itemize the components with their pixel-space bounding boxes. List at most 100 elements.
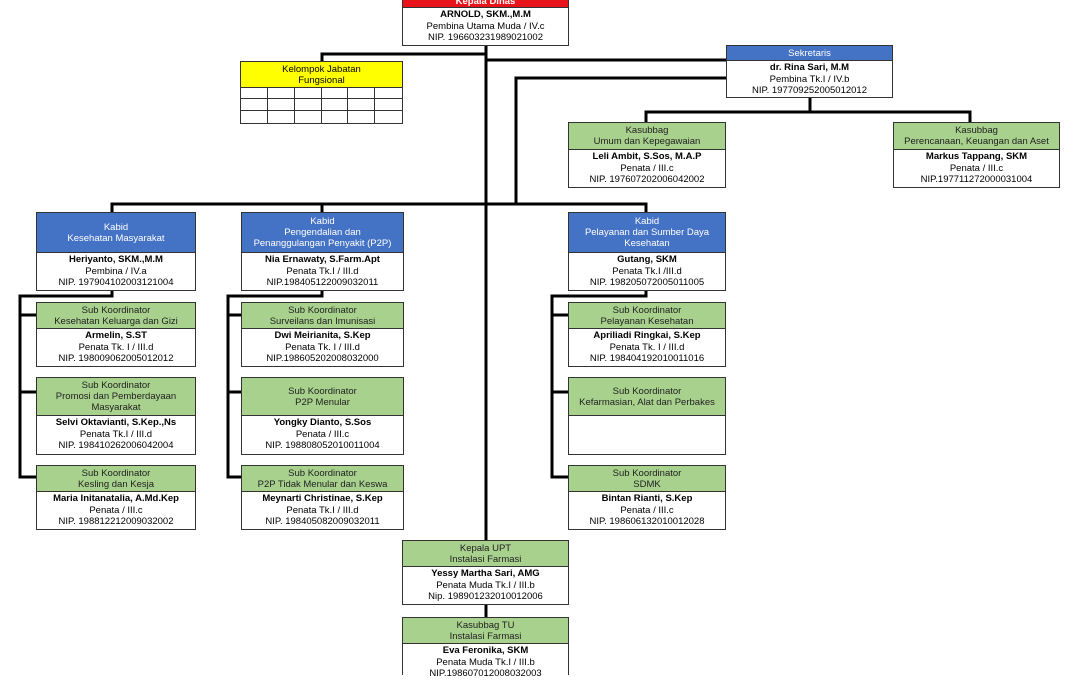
- sk-surveilans-name: Dwi Meirianita, S.Kep: [274, 330, 371, 341]
- kabid-p2p-box: Kabid Pengendalian dan Penanggulangan Pe…: [241, 212, 404, 291]
- sk-sdmk-nip: NIP. 198606132010012028: [589, 516, 705, 527]
- kasubbag-tu-box: Kasubbag TU Instalasi Farmasi Eva Feroni…: [402, 617, 569, 679]
- sk-sdmk-box: Sub Koordinator SDMK Bintan Rianti, S.Ke…: [568, 465, 726, 530]
- kabid-yankes-rank: Penata Tk.I /III.d: [612, 265, 682, 277]
- sk-kesling-title-2: Kesling dan Kesja: [77, 478, 155, 490]
- kabid-p2p-title-3: Penanggulangan Penyakit (P2P): [253, 238, 392, 249]
- sk-yankes-name: Apriliadi Ringkai, S.Kep: [593, 330, 701, 341]
- kabid-kesmas-rank: Pembina / IV.a: [85, 265, 147, 277]
- kabid-p2p-rank: Penata Tk.I / III.d: [286, 265, 359, 277]
- sk-promkes-title-2: Promosi dan Pemberdayaan: [55, 391, 177, 402]
- sk-sdmk-title-1: Sub Koordinator: [612, 467, 682, 479]
- sk-p2pm-title-1: Sub Koordinator: [288, 385, 357, 397]
- kepala-dinas-nip: NIP. 196603231989021002: [428, 32, 543, 43]
- sk-farmasi-box: Sub Koordinator Kefarmasian, Alat dan Pe…: [568, 377, 726, 455]
- sk-kesga-title-2: Kesehatan Keluarga dan Gizi: [54, 315, 178, 327]
- kepala-dinas-box: Kepala Dinas ARNOLD, SKM.,M.M Pembina Ut…: [402, 0, 569, 46]
- sk-promkes-title-3: Masyarakat: [91, 402, 141, 413]
- kabid-kesmas-nip: NIP. 197904102003121004: [58, 277, 174, 288]
- sk-yankes-nip: NIP. 198404192010011016: [589, 353, 705, 364]
- kasubbag-perencanaan-title-1: Kasubbag: [955, 125, 998, 136]
- sk-kesga-nip: NIP. 198009062005012012: [58, 353, 174, 364]
- sk-p2pm-nip: NIP. 198808052010011004: [265, 440, 380, 451]
- sk-p2pm-box: Sub Koordinator P2P Menular Yongky Diant…: [241, 377, 404, 455]
- sk-kesga-title-1: Sub Koordinator: [81, 304, 151, 316]
- sk-surveilans-box: Sub Koordinator Surveilans dan Imunisasi…: [241, 302, 404, 367]
- sk-promkes-title-1: Sub Koordinator: [81, 380, 151, 391]
- kabid-kesmas-title-2: Kesehatan Masyarakat: [67, 232, 165, 244]
- sekretaris-name: dr. Rina Sari, M.M: [769, 62, 850, 73]
- sekretaris-nip: NIP. 197709252005012012: [752, 85, 867, 96]
- kabid-kesmas-box: Kabid Kesehatan Masyarakat Heriyanto, SK…: [36, 212, 196, 291]
- kepala-upt-name: Yessy Martha Sari, AMG: [431, 568, 540, 579]
- kasubbag-tu-name: Eva Feronika, SKM: [442, 645, 529, 656]
- sk-yankes-title-2: Pelayanan Kesehatan: [600, 315, 694, 327]
- sk-kesga-rank: Penata Tk. I / III.d: [78, 341, 154, 353]
- sk-surveilans-title-1: Sub Koordinator: [288, 304, 357, 316]
- sk-farmasi-title-2: Kefarmasian, Alat dan Perbakes: [579, 396, 715, 408]
- sk-p2ptm-title-1: Sub Koordinator: [288, 467, 357, 479]
- sk-kesling-nip: NIP. 198812212009032002: [58, 516, 174, 527]
- sk-p2ptm-rank: Penata Tk.I / III.d: [286, 504, 359, 516]
- sk-yankes-rank: Penata Tk. I / III.d: [609, 341, 685, 353]
- kepala-upt-title-1: Kepala UPT: [459, 542, 512, 554]
- kasubbag-umum-box: Kasubbag Umum dan Kepegawaian Leli Ambit…: [568, 122, 726, 188]
- kasubbag-tu-title-2: Instalasi Farmasi: [449, 630, 522, 642]
- sk-sdmk-name: Bintan Rianti, S.Kep: [601, 493, 693, 504]
- kabid-p2p-title-2: Pengendalian dan: [284, 227, 361, 238]
- kasubbag-tu-nip: NIP.198607012008032003: [429, 668, 542, 679]
- fungsional-grid: [241, 87, 402, 123]
- kabid-kesmas-name: Heriyanto, SKM.,M.M: [69, 254, 163, 265]
- jabatan-fungsional-box: Kelompok Jabatan Fungsional: [240, 61, 403, 124]
- kabid-yankes-box: Kabid Pelayanan dan Sumber Daya Kesehata…: [568, 212, 726, 291]
- sk-surveilans-rank: Penata Tk. I / III.d: [285, 341, 360, 353]
- kasubbag-perencanaan-nip: NIP.197711272000031004: [920, 174, 1033, 185]
- kabid-yankes-title-3: Kesehatan: [624, 238, 670, 249]
- kepala-upt-nip: Nip. 198901232010012006: [428, 591, 543, 602]
- sk-kesling-name: Maria Initanatalia, A.Md.Kep: [53, 493, 179, 504]
- kabid-p2p-title-1: Kabid: [310, 216, 335, 227]
- sk-promkes-box: Sub Koordinator Promosi dan Pemberdayaan…: [36, 377, 196, 455]
- kabid-yankes-nip: NIP. 198205072005011005: [589, 277, 705, 288]
- kasubbag-perencanaan-box: Kasubbag Perencanaan, Keuangan dan Aset …: [893, 122, 1060, 188]
- sk-yankes-box: Sub Koordinator Pelayanan Kesehatan Apri…: [568, 302, 726, 367]
- sk-promkes-nip: NIP. 198410262006042004: [58, 440, 174, 451]
- sk-p2ptm-title-2: P2P Tidak Menular dan Keswa: [257, 478, 388, 490]
- sk-p2ptm-nip: NIP. 198405082009032011: [265, 516, 380, 527]
- fungsional-title-2: Fungsional: [298, 74, 345, 86]
- kasubbag-umum-name: Leli Ambit, S.Sos, M.A.P: [592, 151, 702, 162]
- kasubbag-umum-rank: Penata / III.c: [620, 162, 674, 174]
- kasubbag-umum-nip: NIP. 197607202006042002: [589, 174, 705, 185]
- kepala-dinas-name: ARNOLD, SKM.,M.M: [440, 9, 531, 20]
- sekretaris-title: Sekretaris: [727, 46, 892, 61]
- sk-p2ptm-box: Sub Koordinator P2P Tidak Menular dan Ke…: [241, 465, 404, 530]
- kepala-dinas-title: Kepala Dinas: [403, 0, 568, 8]
- kasubbag-umum-title-1: Kasubbag: [625, 125, 669, 136]
- kabid-yankes-title-1: Kabid: [634, 216, 660, 227]
- kasubbag-perencanaan-rank: Penata / III.c: [949, 162, 1004, 174]
- sk-p2pm-rank: Penata / III.c: [295, 428, 350, 440]
- sk-kesling-box: Sub Koordinator Kesling dan Kesja Maria …: [36, 465, 196, 530]
- kasubbag-perencanaan-title-2: Perencanaan, Keuangan dan Aset: [904, 136, 1049, 147]
- sk-surveilans-title-2: Surveilans dan Imunisasi: [269, 315, 376, 327]
- kepala-upt-rank: Penata Muda Tk.I / III.b: [436, 579, 535, 591]
- sk-kesga-box: Sub Koordinator Kesehatan Keluarga dan G…: [36, 302, 196, 367]
- sk-farmasi-empty: [569, 416, 725, 417]
- sk-yankes-title-1: Sub Koordinator: [612, 304, 682, 316]
- kabid-p2p-name: Nia Ernawaty, S.Farm.Apt: [265, 254, 380, 265]
- kabid-yankes-title-2: Pelayanan dan Sumber Daya: [584, 227, 710, 238]
- kabid-p2p-nip: NIP.198405122009032011: [266, 277, 379, 288]
- kepala-upt-title-2: Instalasi Farmasi: [449, 553, 522, 565]
- kasubbag-perencanaan-name: Markus Tappang, SKM: [925, 151, 1028, 162]
- sk-promkes-name: Selvi Oktavianti, S.Kep.,Ns: [55, 417, 177, 428]
- sk-kesling-rank: Penata / III.c: [89, 504, 143, 516]
- sk-promkes-rank: Penata Tk.I / III.d: [79, 428, 153, 440]
- sekretaris-rank: Pembina Tk.I / IV.b: [769, 73, 850, 85]
- sk-sdmk-rank: Penata / III.c: [620, 504, 674, 516]
- kasubbag-umum-title-2: Umum dan Kepegawaian: [593, 136, 701, 147]
- sk-kesling-title-1: Sub Koordinator: [81, 467, 151, 479]
- sk-farmasi-title-1: Sub Koordinator: [612, 385, 682, 397]
- sk-surveilans-nip: NIP.198605202008032000: [266, 353, 379, 364]
- kepala-dinas-rank: Pembina Utama Muda / IV.c: [426, 20, 545, 32]
